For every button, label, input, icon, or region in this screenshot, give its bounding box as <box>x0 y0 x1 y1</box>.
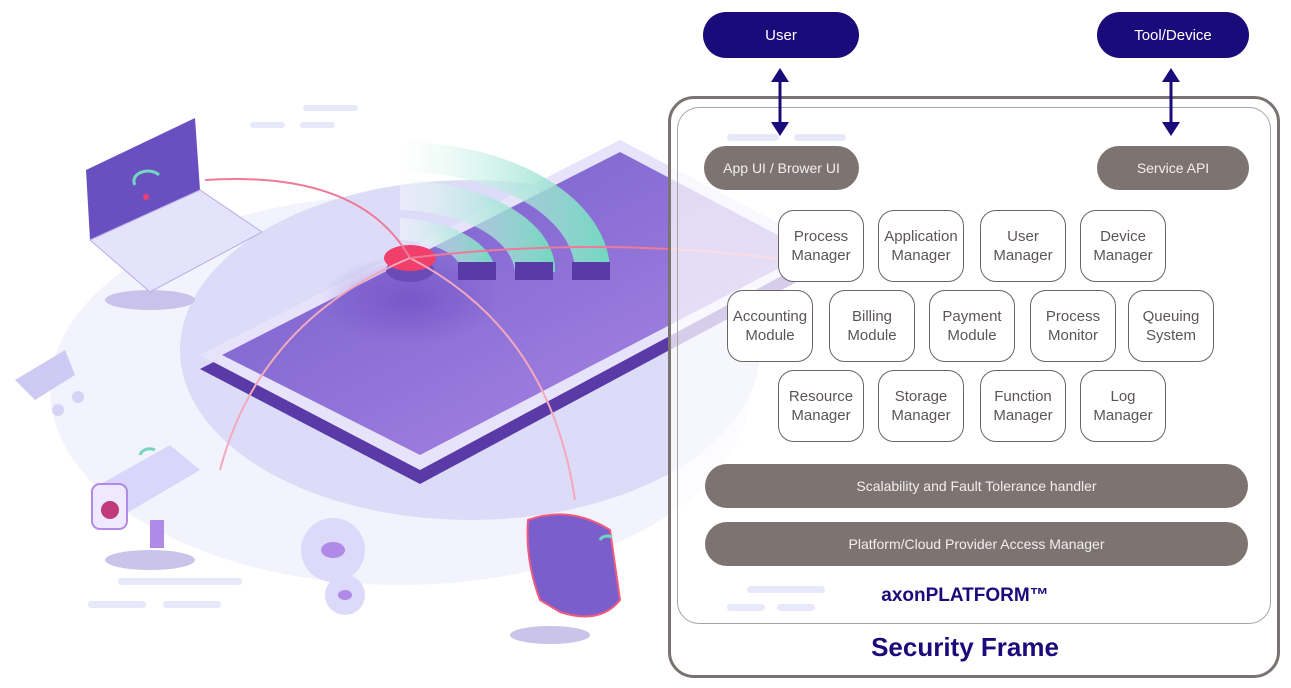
user-node: User <box>703 12 859 58</box>
connection-arc <box>219 257 411 471</box>
deco-line <box>250 122 285 128</box>
deco-line <box>727 134 779 141</box>
device-bidirectional-arrow-icon <box>1162 68 1180 136</box>
security-camera-icon <box>90 445 200 570</box>
deco-line <box>727 604 765 611</box>
app-ui-layer: App UI / Brower UI <box>704 146 859 190</box>
laptop-icon <box>86 118 263 310</box>
cloud-access-layer: Platform/Cloud Provider Access Manager <box>705 522 1248 566</box>
security-frame-border <box>668 96 1280 678</box>
connection-arc <box>204 178 411 259</box>
deco-line <box>303 105 358 111</box>
smart-wristband-icon <box>510 513 622 644</box>
deco-line <box>747 586 825 593</box>
platform-title: axonPLATFORM™ <box>881 585 1049 606</box>
deco-line <box>300 122 335 128</box>
deco-line <box>118 578 242 585</box>
gears-icon <box>301 518 365 615</box>
connection-arc <box>409 257 576 501</box>
service-api-layer: Service API <box>1097 146 1249 190</box>
tool-device-node: Tool/Device <box>1097 12 1249 58</box>
security-frame-title: Security Frame <box>871 632 1059 662</box>
axon-platform-border <box>677 107 1271 624</box>
shopping-cart-icon <box>15 350 84 416</box>
deco-line <box>88 601 146 608</box>
deco-line <box>163 601 221 608</box>
scalability-layer: Scalability and Fault Tolerance handler <box>705 464 1248 508</box>
deco-line <box>794 134 846 141</box>
user-bidirectional-arrow-icon <box>771 68 789 136</box>
deco-line <box>777 604 815 611</box>
